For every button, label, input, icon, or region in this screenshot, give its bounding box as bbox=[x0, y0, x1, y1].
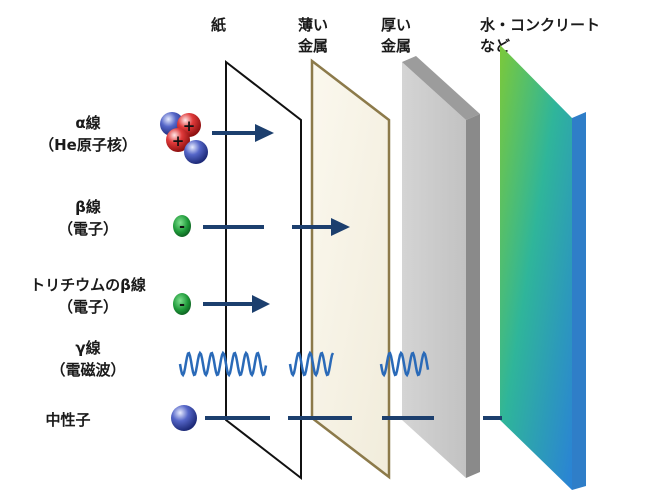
gamma-wave-segment bbox=[178, 350, 268, 378]
alpha-particle: + + bbox=[160, 112, 208, 164]
proton-plus-sign: + bbox=[172, 132, 185, 150]
barrier-label-thin-metal-line2: 金属 bbox=[297, 37, 328, 55]
barrier-label-paper: 紙 bbox=[211, 16, 226, 34]
thick-metal-side bbox=[466, 114, 480, 478]
neutron-label: 中性子 bbox=[45, 411, 90, 429]
beta-arrow-head bbox=[331, 218, 350, 236]
thick-metal-top bbox=[402, 56, 480, 120]
barrier-label-thick-metal-line1: 厚い bbox=[381, 16, 411, 34]
electron-sphere bbox=[173, 215, 191, 237]
electron-minus-sign: - bbox=[179, 219, 185, 235]
barrier-water-concrete bbox=[500, 45, 586, 490]
proton-sphere bbox=[166, 128, 190, 152]
beta-path bbox=[203, 218, 350, 236]
barrier-label-water-concrete: 水・コンクリート など bbox=[480, 16, 600, 55]
electron-minus-sign: - bbox=[179, 297, 185, 313]
radiation-label-beta: β線 （電子） bbox=[58, 198, 118, 238]
neutron-particle bbox=[171, 405, 197, 431]
gamma-label-line2: （電磁波） bbox=[50, 361, 125, 379]
radiation-label-gamma: γ線 （電磁波） bbox=[50, 339, 125, 379]
beta-label-line2: （電子） bbox=[58, 220, 118, 238]
beta-electron: - bbox=[173, 215, 191, 237]
barrier-label-thin-metal: 薄い 金属 bbox=[297, 16, 328, 55]
concrete-face bbox=[500, 45, 572, 490]
barrier-label-water-concrete-line1: 水・コンクリート bbox=[480, 16, 600, 34]
gamma-label-line1: γ線 bbox=[75, 339, 100, 357]
thin-metal-sheet bbox=[310, 58, 391, 480]
alpha-label-line1: α線 bbox=[75, 114, 100, 132]
barrier-thin-metal bbox=[310, 58, 391, 480]
concrete-side bbox=[572, 112, 586, 490]
barrier-paper bbox=[225, 59, 302, 481]
beta-label-line1: β線 bbox=[75, 198, 101, 216]
barrier-label-paper-line1: 紙 bbox=[211, 16, 226, 34]
gamma-path bbox=[178, 350, 430, 378]
tritium-label-line2: （電子） bbox=[58, 298, 118, 316]
barrier-label-thick-metal-line2: 金属 bbox=[380, 37, 411, 55]
radiation-label-neutron: 中性子 bbox=[45, 411, 90, 429]
tritium-arrow-head bbox=[252, 295, 270, 313]
tritium-label-line1: トリチウムのβ線 bbox=[30, 276, 146, 294]
gamma-wave-segment bbox=[379, 350, 430, 378]
radiation-label-tritium-beta: トリチウムのβ線 （電子） bbox=[30, 276, 146, 316]
tritium-beta-electron: - bbox=[173, 293, 191, 315]
alpha-label-line2: （He原子核） bbox=[39, 136, 137, 154]
neutron-sphere bbox=[184, 140, 208, 164]
barrier-thick-metal bbox=[402, 56, 480, 478]
thick-metal-face bbox=[402, 62, 466, 478]
alpha-path bbox=[212, 124, 274, 142]
radiation-label-alpha: α線 （He原子核） bbox=[39, 114, 137, 154]
proton-plus-sign: + bbox=[183, 117, 196, 135]
electron-sphere bbox=[173, 293, 191, 315]
neutron-sphere bbox=[171, 405, 197, 431]
alpha-arrow-head bbox=[255, 124, 274, 142]
paper-sheet bbox=[225, 59, 302, 481]
gamma-wave-segment bbox=[288, 350, 335, 378]
barrier-label-thin-metal-line1: 薄い bbox=[298, 16, 328, 34]
barrier-label-thick-metal: 厚い 金属 bbox=[380, 16, 411, 55]
tritium-beta-path bbox=[203, 295, 270, 313]
